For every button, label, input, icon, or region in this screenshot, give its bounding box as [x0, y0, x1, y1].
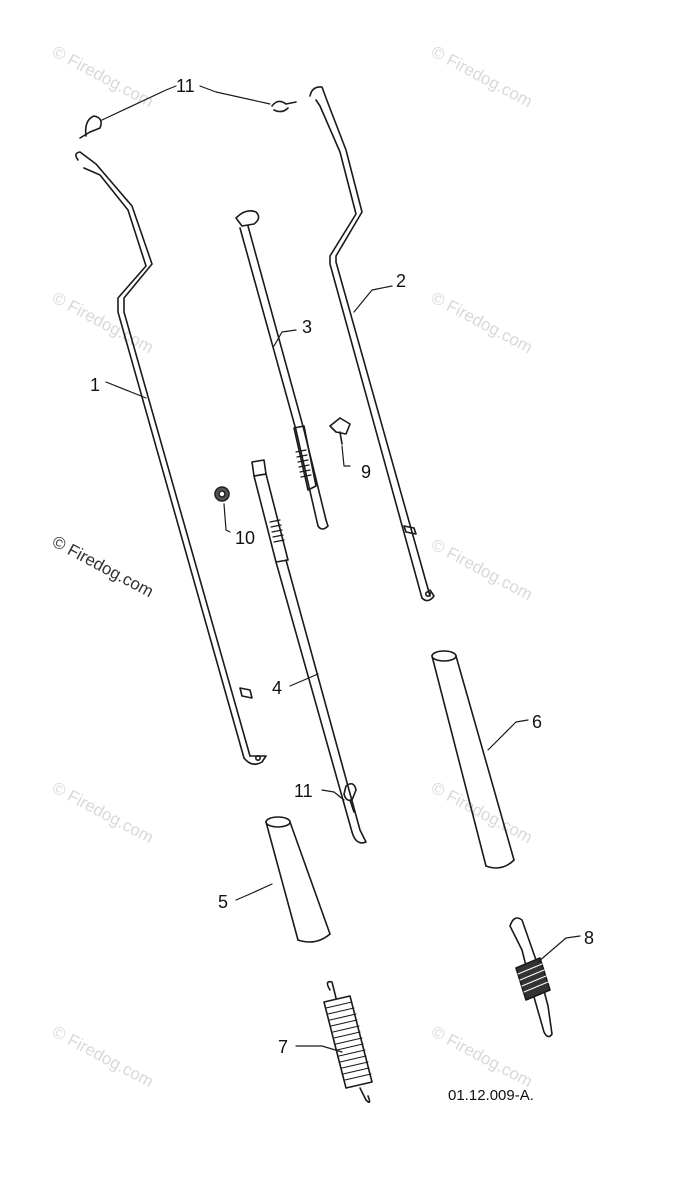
part-1-rod: [75, 151, 267, 766]
part-2-rod: [309, 86, 435, 602]
callout-1: 1: [90, 375, 101, 395]
drawing-code: 01.12.009-A.: [448, 1087, 534, 1104]
part-10-nut: [214, 486, 230, 502]
callout-11-top: 11: [176, 76, 195, 96]
part-6-grip: [431, 650, 515, 869]
part-11-clip-right: [271, 100, 297, 113]
part-5-grip: [265, 816, 331, 943]
part-11-clip-mid: [343, 782, 357, 813]
callout-5: 5: [218, 892, 229, 912]
callout-6: 6: [532, 712, 543, 732]
leader-lines: [101, 85, 581, 1053]
callout-4: 4: [272, 678, 283, 698]
callout-11-mid: 11: [294, 781, 313, 801]
part-4-rod: [251, 459, 367, 844]
part-3-rod: [235, 210, 329, 530]
callout-3: 3: [302, 317, 313, 337]
callout-10: 10: [235, 528, 256, 548]
part-9-pin: [329, 417, 351, 445]
callout-7: 7: [278, 1037, 289, 1057]
part-8-spring: [509, 917, 553, 1038]
callout-9: 9: [361, 462, 372, 482]
callout-8: 8: [584, 928, 595, 948]
part-11-clip-left: [79, 115, 102, 139]
callout-2: 2: [396, 271, 407, 291]
part-7-spring: [323, 980, 373, 1104]
